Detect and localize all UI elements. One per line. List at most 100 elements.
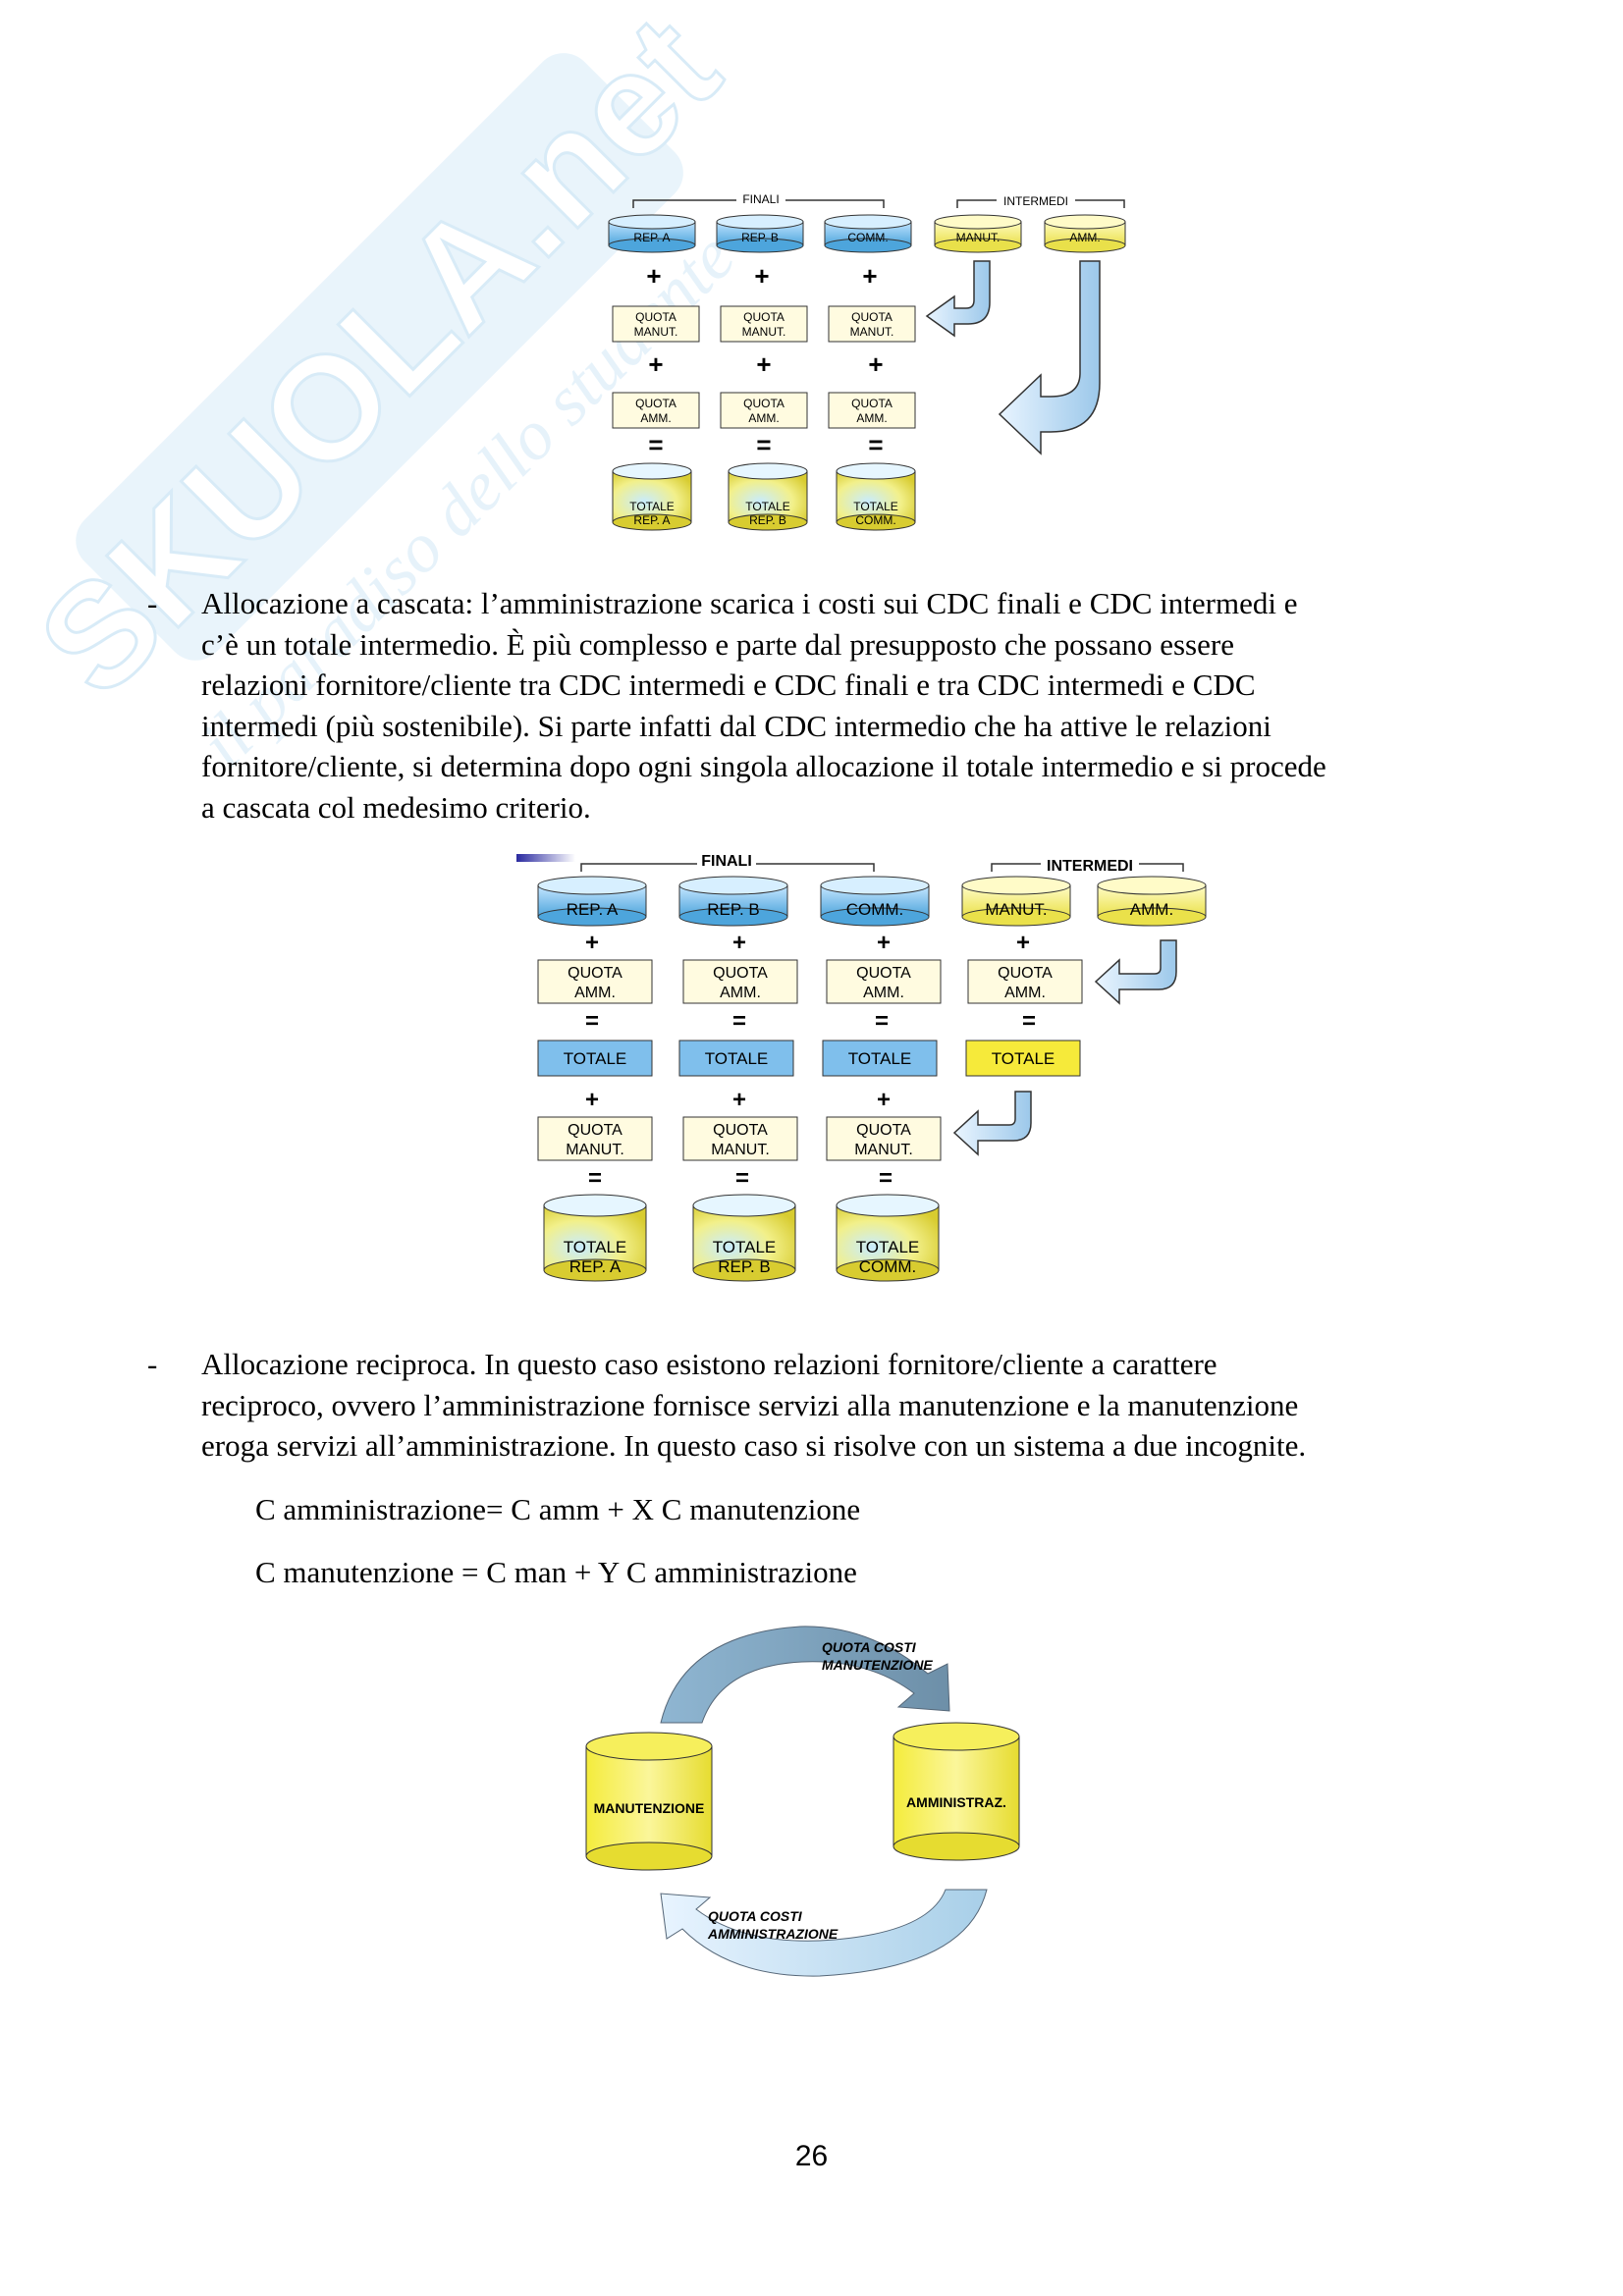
svg-text:REP. A: REP. A: [569, 1257, 622, 1276]
totale-rep-a: TOTALE REP. A: [544, 1195, 646, 1281]
quota-amm-box: QUOTA AMM.: [721, 393, 807, 428]
svg-text:AMM.: AMM.: [1130, 900, 1173, 919]
svg-text:REP. B: REP. B: [707, 900, 760, 919]
svg-text:TOTALE: TOTALE: [564, 1238, 627, 1256]
plus-sign: +: [648, 349, 663, 379]
formula-manutenzione: C manutenzione = C man + Y C amministraz…: [255, 1553, 857, 1592]
svg-text:TOTALE: TOTALE: [564, 1049, 627, 1068]
svg-text:MANUT.: MANUT.: [854, 1142, 913, 1158]
svg-text:MANUT.: MANUT.: [711, 1142, 770, 1158]
svg-text:TOTALE: TOTALE: [856, 1238, 920, 1256]
svg-text:REP. A: REP. A: [633, 231, 670, 244]
svg-text:QUOTA: QUOTA: [568, 1122, 622, 1139]
label-quota-costi-amministrazione: QUOTA COSTI: [708, 1908, 803, 1924]
totale-box: TOTALE: [679, 1041, 793, 1076]
svg-text:MANUTENZIONE: MANUTENZIONE: [594, 1800, 705, 1816]
plus-sign: +: [877, 1087, 891, 1113]
cdc-amm: AMM.: [1045, 215, 1125, 252]
quota-amm-box: QUOTA AMM.: [827, 960, 941, 1003]
paragraph-allocazione-reciproca: - Allocazione reciproca. In questo caso …: [201, 1344, 1497, 1467]
svg-text:TOTALE: TOTALE: [853, 500, 898, 513]
svg-text:QUOTA: QUOTA: [713, 1122, 768, 1139]
text-line: fornitore/cliente, si determina dopo ogn…: [201, 746, 1497, 787]
text-line: Allocazione a cascata: l’amministrazione…: [201, 583, 1497, 624]
equals-sign: =: [1022, 1008, 1036, 1035]
arrow-amm-icon: [1000, 261, 1100, 454]
svg-text:QUOTA: QUOTA: [743, 397, 784, 410]
cdc-rep-a: REP. A: [609, 215, 695, 252]
svg-text:MANUT.: MANUT.: [985, 900, 1047, 919]
cdc-manut: MANUT.: [935, 215, 1021, 252]
svg-text:REP. B: REP. B: [718, 1257, 771, 1276]
cdc-manut: MANUT.: [962, 877, 1070, 926]
totale-box: TOTALE: [538, 1041, 652, 1076]
equals-sign: =: [732, 1008, 746, 1035]
svg-text:AMMINISTRAZ.: AMMINISTRAZ.: [906, 1794, 1006, 1810]
label-quota-costi-manutenzione: QUOTA COSTI: [822, 1639, 917, 1655]
svg-text:REP. B: REP. B: [741, 231, 779, 244]
diagram-allocazione-diretta: FINALI INTERMEDI REP. A REP. B COMM. MAN…: [589, 187, 1139, 540]
svg-text:MANUT.: MANUT.: [850, 325, 894, 339]
bullet-dash: -: [147, 1344, 157, 1385]
equals-sign: =: [868, 430, 883, 459]
label-quota-costi-amministrazione: AMMINISTRAZIONE: [707, 1926, 839, 1942]
svg-text:AMM.: AMM.: [1069, 231, 1100, 244]
arrow-manut-icon: [927, 261, 990, 336]
totale-comm: TOTALE COMM.: [837, 1195, 939, 1281]
formula-amministrazione: C amministrazione= C amm + X C manutenzi…: [255, 1490, 860, 1529]
plus-sign: +: [646, 261, 661, 291]
text-line: c’è un totale intermedio. È più compless…: [201, 624, 1497, 666]
plus-sign: +: [862, 261, 877, 291]
totale-box: TOTALE: [823, 1041, 937, 1076]
text-line: eroga servizi all’amministrazione. In qu…: [201, 1425, 1497, 1467]
label-quota-costi-manutenzione: MANUTENZIONE: [822, 1657, 933, 1673]
svg-text:QUOTA: QUOTA: [713, 965, 768, 982]
svg-text:COMM.: COMM.: [855, 513, 895, 527]
totale-box: TOTALE: [966, 1041, 1080, 1076]
quota-amm-box: QUOTA AMM.: [683, 960, 797, 1003]
svg-text:COMM.: COMM.: [859, 1257, 917, 1276]
text-line: intermedi (più sostenibile). Si parte in…: [201, 706, 1497, 747]
cdc-amm: AMM.: [1098, 877, 1206, 926]
bullet-dash: -: [147, 583, 157, 624]
cdc-comm: COMM.: [825, 215, 911, 252]
plus-sign: +: [877, 930, 891, 956]
paragraph-allocazione-cascata: - Allocazione a cascata: l’amministrazio…: [201, 583, 1497, 828]
equals-sign: =: [648, 430, 663, 459]
plus-sign: +: [585, 930, 599, 956]
svg-text:QUOTA: QUOTA: [856, 1122, 911, 1139]
svg-text:REP. A: REP. A: [567, 900, 619, 919]
svg-text:MANUT.: MANUT.: [742, 325, 786, 339]
text-line: a cascata col medesimo criterio.: [201, 787, 1497, 828]
svg-text:COMM.: COMM.: [846, 900, 904, 919]
cylinder-manutenzione: MANUTENZIONE: [586, 1733, 712, 1870]
svg-text:COMM.: COMM.: [847, 231, 888, 244]
svg-text:REP. A: REP. A: [633, 513, 670, 527]
equals-sign: =: [875, 1008, 889, 1035]
plus-sign: +: [754, 261, 769, 291]
svg-text:TOTALE: TOTALE: [629, 500, 675, 513]
plus-sign: +: [1016, 930, 1030, 956]
svg-text:QUOTA: QUOTA: [851, 397, 893, 410]
finali-label: FINALI: [742, 192, 779, 206]
svg-text:QUOTA: QUOTA: [568, 965, 622, 982]
quota-manut-box: QUOTA MANUT.: [829, 306, 915, 342]
arrow-manut-icon: [954, 1092, 1031, 1154]
svg-text:QUOTA: QUOTA: [635, 310, 676, 324]
equals-sign: =: [588, 1165, 602, 1192]
svg-text:AMM.: AMM.: [720, 985, 761, 1001]
text-line: reciproco, ovvero l’amministrazione forn…: [201, 1385, 1497, 1426]
page-number: 26: [0, 2140, 1623, 2173]
plus-sign: +: [868, 349, 883, 379]
text-line: Allocazione reciproca. In questo caso es…: [201, 1344, 1497, 1385]
text-line: relazioni fornitore/cliente tra CDC inte…: [201, 665, 1497, 706]
equals-sign: =: [735, 1165, 749, 1192]
svg-text:QUOTA: QUOTA: [743, 310, 784, 324]
equals-sign: =: [585, 1008, 599, 1035]
plus-sign: +: [756, 349, 771, 379]
svg-text:AMM.: AMM.: [748, 411, 779, 425]
intermedi-label: INTERMEDI: [1003, 194, 1068, 208]
svg-text:TOTALE: TOTALE: [848, 1049, 912, 1068]
cdc-rep-b: REP. B: [679, 877, 787, 926]
svg-text:QUOTA: QUOTA: [851, 310, 893, 324]
